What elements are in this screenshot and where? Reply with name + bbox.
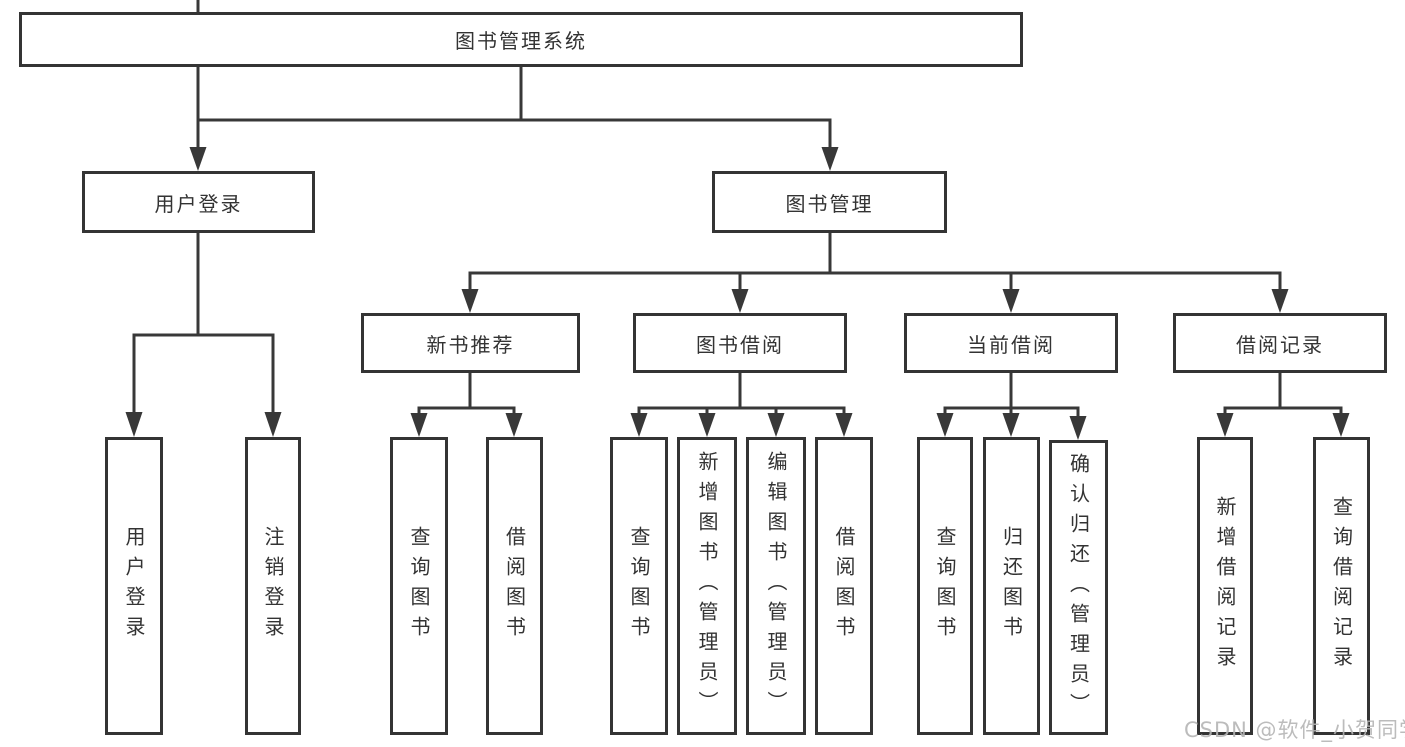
node-new-book-recommend: 新书推荐 [361, 313, 580, 373]
leaf-add-borrow-record: 新增借阅记录 [1197, 437, 1253, 735]
node-label: 当前借阅 [967, 332, 1055, 357]
leaf-borrowing-borrow-books: 借阅图书 [815, 437, 873, 735]
node-label: 借阅图书 [832, 526, 856, 646]
csdn-watermark: CSDN @软件_小贺同学 [1184, 718, 1405, 742]
node-label: 借阅记录 [1236, 332, 1324, 357]
node-user-login: 用户登录 [82, 171, 315, 233]
node-label: 确认归还（管理员） [1066, 452, 1091, 723]
node-label: 图书管理 [785, 191, 874, 216]
leaf-current-query-books: 查询图书 [917, 437, 973, 735]
leaf-recommend-query-books: 查询图书 [390, 437, 448, 735]
node-book-management: 图书管理 [712, 171, 947, 233]
leaf-borrowing-query-books: 查询图书 [610, 437, 668, 735]
node-label: 归还图书 [999, 526, 1024, 646]
node-label: 查询图书 [627, 526, 651, 646]
leaf-logout: 注销登录 [245, 437, 301, 735]
node-label: 用户登录 [154, 191, 243, 216]
node-label: 新书推荐 [426, 332, 515, 357]
node-library-management-system: 图书管理系统 [19, 12, 1023, 67]
node-label: 图书借阅 [696, 332, 784, 357]
leaf-return-books: 归还图书 [983, 437, 1040, 735]
node-borrowing-records: 借阅记录 [1173, 313, 1387, 373]
node-label: 新增图书（管理员） [695, 451, 719, 721]
leaf-user-login: 用户登录 [105, 437, 163, 735]
leaf-edit-books-admin: 编辑图书（管理员） [746, 437, 806, 735]
leaf-recommend-borrow-books: 借阅图书 [486, 437, 543, 735]
node-label: 新增借阅记录 [1213, 496, 1237, 676]
node-label: 编辑图书（管理员） [764, 451, 788, 721]
node-label: 查询借阅记录 [1329, 496, 1354, 676]
leaf-add-books-admin: 新增图书（管理员） [677, 437, 737, 735]
node-label: 用户登录 [122, 526, 146, 646]
leaf-query-borrow-record: 查询借阅记录 [1313, 437, 1370, 735]
node-label: 查询图书 [933, 526, 957, 646]
node-label: 注销登录 [261, 526, 285, 646]
node-label: 图书管理系统 [455, 29, 587, 53]
node-label: 查询图书 [407, 526, 431, 646]
node-label: 借阅图书 [502, 526, 527, 646]
node-current-borrowing: 当前借阅 [904, 313, 1118, 373]
leaf-confirm-return-admin: 确认归还（管理员） [1049, 440, 1108, 735]
node-book-borrowing: 图书借阅 [633, 313, 847, 373]
